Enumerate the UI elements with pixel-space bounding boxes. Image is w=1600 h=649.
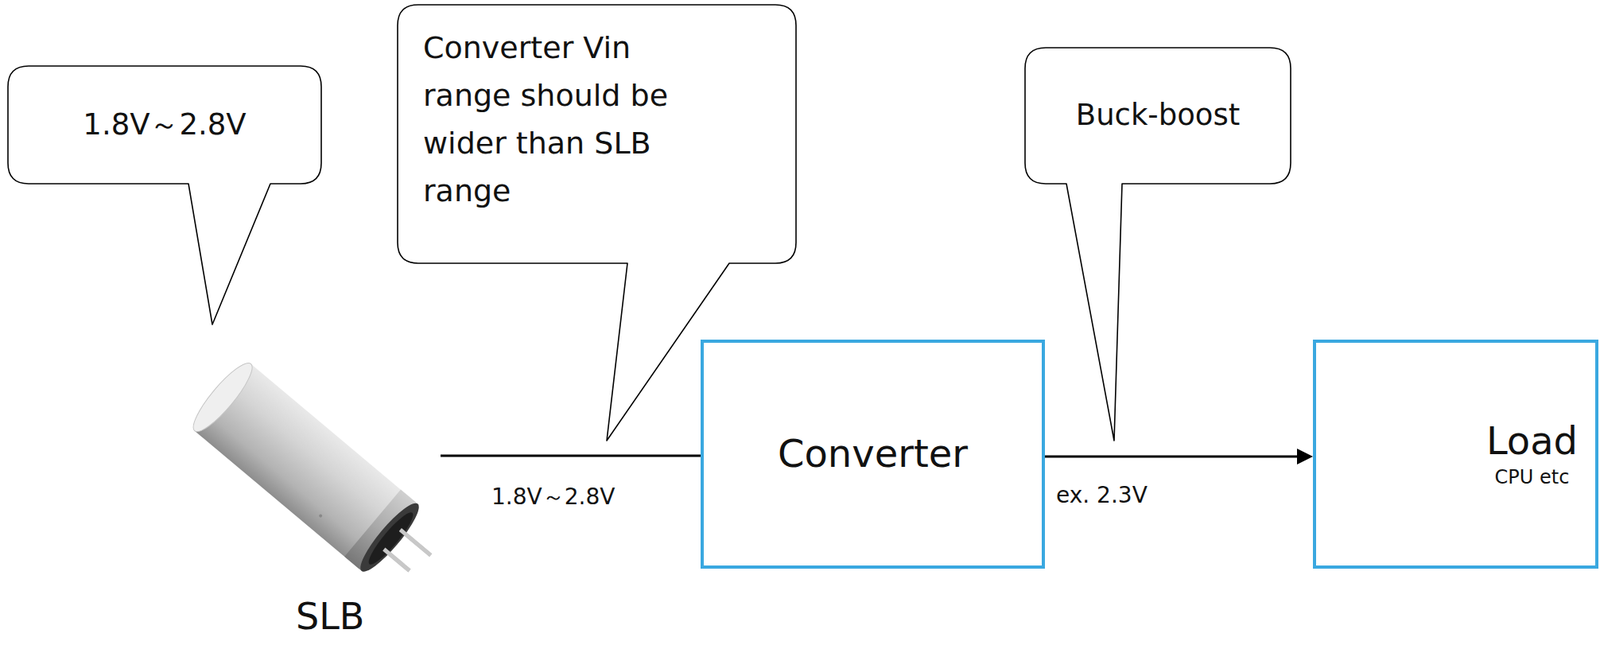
callout-text: Buck-boost	[1037, 97, 1278, 133]
slb-cell	[186, 356, 451, 599]
load-detail: CPU etc	[1475, 464, 1589, 492]
box-label: Converter	[713, 431, 1033, 478]
voltage-range-label: 1.8V～2.8V	[491, 485, 615, 510]
converter-box: Converter	[700, 339, 1045, 569]
output-voltage-label: ex. 2.3V	[1056, 483, 1148, 509]
callout-bubble: Buck-boost	[1025, 47, 1291, 184]
load-box: LoadCPU etc	[1312, 339, 1599, 569]
callout-text: Converter Vin range should be wider than…	[423, 23, 710, 215]
callout-bubble: 1.8V～2.8V	[7, 66, 322, 184]
callout-text: 1.8V～2.8V	[23, 107, 306, 143]
supply-wire	[440, 454, 701, 458]
callout-shape	[1025, 47, 1291, 441]
callout-shape	[7, 66, 322, 325]
part-name: SLB	[295, 596, 365, 637]
connector-arrow	[1044, 448, 1313, 465]
callout-bubble: Converter Vin range should be wider than…	[397, 4, 797, 264]
load-title: Load	[1475, 416, 1589, 465]
